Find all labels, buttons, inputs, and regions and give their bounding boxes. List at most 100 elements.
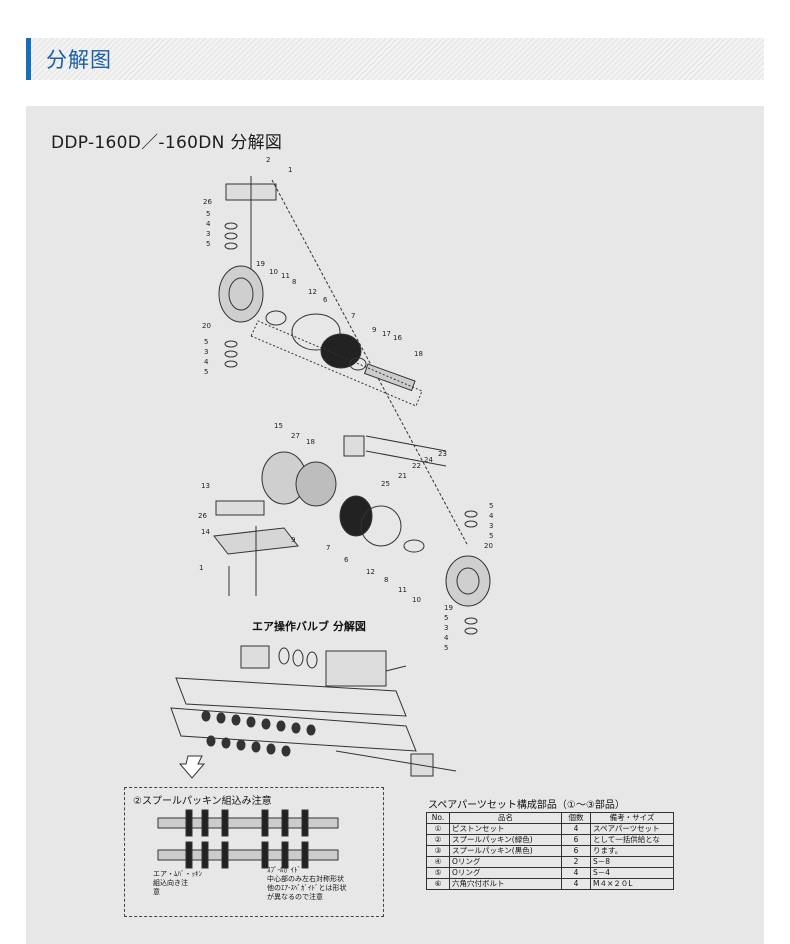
spool-packing-note: ②スプールパッキン組込み注意 エア・ﾑﾊﾞ・ｯｷﾝ 組込向き注 意 ｽﾌﾟ-ﾙｶ… xyxy=(124,787,384,917)
cell-no: ⑥ xyxy=(426,878,450,890)
note-spool-illustrations xyxy=(157,809,339,869)
spool-packings xyxy=(201,710,316,757)
part-number: 14 xyxy=(201,528,210,536)
part-number: 12 xyxy=(366,568,375,576)
cell-name: ピストンセット xyxy=(449,823,562,835)
section-accent-bar xyxy=(26,38,31,80)
cell-no: ⑤ xyxy=(426,867,450,879)
part-number: 6 xyxy=(323,296,328,304)
cell-note: スペアパーツセット xyxy=(590,823,674,835)
part-number: 7 xyxy=(351,312,355,320)
part-number: 3 xyxy=(206,230,210,238)
note-right-text: ｽﾌﾟ-ﾙｶﾞｲﾄﾞ 中心部のみ左右対称形状 他のｴｱ-ｽﾍﾟｶﾞｲﾄﾞとは形状… xyxy=(267,866,347,901)
section-title: 分解图 xyxy=(46,48,112,72)
part-number: 3 xyxy=(444,624,448,632)
part-number: 5 xyxy=(206,240,210,248)
spare-parts-title: スペアパーツセット構成部品（①～③部品） xyxy=(428,800,625,811)
part-number: 5 xyxy=(489,532,493,540)
table-row: ② スプールパッキン(緑色) 6 として一括供給とな xyxy=(426,834,674,846)
cell-note: M４×２０L xyxy=(590,878,674,890)
cell-note: S－4 xyxy=(590,867,674,879)
part-number: 25 xyxy=(381,480,390,488)
table-row: ⑥ 六角穴付ボルト 4 M４×２０L xyxy=(426,878,674,890)
cell-qty: 4 xyxy=(561,823,591,835)
cell-name: Oリング xyxy=(449,867,562,879)
column-header: 品名 xyxy=(449,812,562,824)
part-number: 5 xyxy=(444,614,448,622)
part-number: 23 xyxy=(438,450,447,458)
spare-parts-table: No. 品名 個数 備考・サイズ ① ピストンセット 4 スペアパーツセット ②… xyxy=(426,812,674,890)
right-orings xyxy=(464,510,478,635)
part-number: 24 xyxy=(424,456,433,464)
bottom-manifold xyxy=(215,500,265,516)
top-gasket xyxy=(291,313,341,351)
part-number: 10 xyxy=(412,596,421,604)
part-number: 27 xyxy=(291,432,300,440)
part-number: 6 xyxy=(344,556,349,564)
cell-name: 六角穴付ボルト xyxy=(449,878,562,890)
part-number: 5 xyxy=(444,644,448,652)
section-header: 分解图 xyxy=(26,38,764,80)
column-header: 個数 xyxy=(561,812,591,824)
cell-no: ④ xyxy=(426,856,450,868)
table-header-row: No. 品名 個数 備考・サイズ xyxy=(426,812,674,824)
left-cover xyxy=(218,265,264,323)
table-row: ① ピストンセット 4 スペアパーツセット xyxy=(426,823,674,835)
cell-no: ③ xyxy=(426,845,450,857)
top-diaphragm xyxy=(320,333,362,369)
part-number: 19 xyxy=(256,260,265,268)
part-number: 4 xyxy=(206,220,211,228)
table-row: ⑤ Oリング 4 S－4 xyxy=(426,867,674,879)
part-number: 13 xyxy=(201,482,210,490)
cell-note: ります。 xyxy=(590,845,674,857)
part-number: 3 xyxy=(204,348,208,356)
note-title: ②スプールパッキン組込み注意 xyxy=(133,796,272,807)
cell-note: S－8 xyxy=(590,856,674,868)
cell-note: として一括供給とな xyxy=(590,834,674,846)
part-number: 11 xyxy=(398,586,407,594)
cell-name: Oリング xyxy=(449,856,562,868)
part-number: 12 xyxy=(308,288,317,296)
part-number: 22 xyxy=(412,462,421,470)
note-left-text: エア・ﾑﾊﾞ・ｯｷﾝ 組込向き注 意 xyxy=(153,870,202,896)
part-number: 5 xyxy=(204,338,208,346)
cell-qty: 2 xyxy=(561,856,591,868)
part-number: 4 xyxy=(444,634,449,642)
part-number: 7 xyxy=(326,544,330,552)
part-number: 5 xyxy=(206,210,210,218)
cell-qty: 6 xyxy=(561,845,591,857)
bottom-diaphragm xyxy=(339,495,373,537)
part-number: 20 xyxy=(484,542,493,550)
part-number: 10 xyxy=(269,268,278,276)
part-number-labels: 1 2 26 5 4 3 5 19 10 11 8 12 6 7 9 17 16… xyxy=(198,156,494,652)
cell-qty: 6 xyxy=(561,834,591,846)
part-number: 8 xyxy=(292,278,296,286)
part-number: 16 xyxy=(393,334,402,342)
part-number: 4 xyxy=(204,358,209,366)
left-orings xyxy=(224,222,238,368)
table-row: ④ Oリング 2 S－8 xyxy=(426,856,674,868)
part-number: 26 xyxy=(203,198,212,206)
cell-no: ② xyxy=(426,834,450,846)
air-valve-parts xyxy=(240,645,407,687)
cell-name: スプールパッキン(緑色) xyxy=(449,834,562,846)
part-number: 9 xyxy=(291,536,295,544)
figure-title: DDP-160D／-160DN 分解図 xyxy=(51,133,283,153)
part-number: 11 xyxy=(281,272,290,280)
cell-name: スプールパッキン(黒色) xyxy=(449,845,562,857)
cell-qty: 4 xyxy=(561,867,591,879)
part-number: 17 xyxy=(382,330,391,338)
top-ring xyxy=(265,310,287,326)
part-number: 4 xyxy=(489,512,494,520)
part-number: 1 xyxy=(199,564,203,572)
part-number: 1 xyxy=(288,166,292,174)
part-number: 18 xyxy=(306,438,315,446)
part-number: 9 xyxy=(372,326,376,334)
part-number: 26 xyxy=(198,512,207,520)
column-header: No. xyxy=(426,812,450,824)
part-number: 19 xyxy=(444,604,453,612)
cell-no: ① xyxy=(426,823,450,835)
exploded-view-drawing: 1 2 26 5 4 3 5 19 10 11 8 12 6 7 9 17 16… xyxy=(157,156,494,869)
part-number: 20 xyxy=(202,322,211,330)
air-valve-title: エア操作バルブ 分解図 xyxy=(252,620,366,633)
